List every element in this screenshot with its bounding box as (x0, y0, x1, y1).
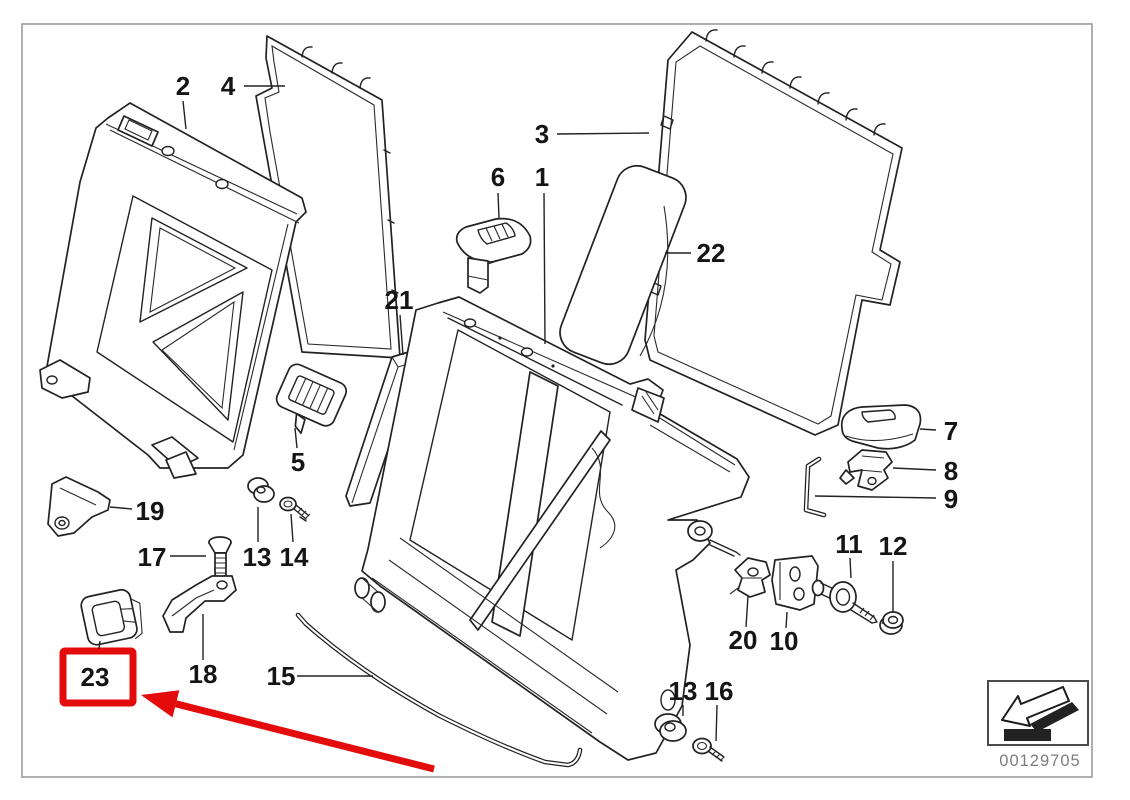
callout-number-21: 21 (385, 285, 414, 315)
part-16-screw (692, 737, 725, 762)
callout-number-2: 2 (176, 71, 190, 101)
part-3-rear-panel (644, 29, 903, 436)
callout-5: 5 (291, 427, 305, 477)
callout-number-17: 17 (138, 542, 167, 572)
callout-number-13: 13 (669, 676, 698, 706)
callout-number-10: 10 (770, 626, 799, 656)
direction-arrow-icon (1001, 686, 1070, 727)
part-20-catch (729, 557, 771, 598)
part-19-lever (47, 476, 111, 537)
callout-19: 19 (109, 496, 165, 526)
callout-number-3: 3 (535, 119, 549, 149)
highlight-arrow-head (141, 690, 180, 718)
part-10-striker (771, 555, 819, 611)
callout-6: 6 (491, 162, 505, 219)
callout-11: 11 (835, 529, 863, 579)
part-22-pad (559, 164, 687, 366)
highlight-arrow-shaft (175, 700, 435, 773)
arrow-shadow (1030, 702, 1079, 732)
arrow-shadow-bar (1004, 729, 1051, 741)
callout-number-16: 16 (705, 676, 734, 706)
callout-21: 21 (385, 285, 414, 356)
callout-22: 22 (665, 238, 725, 268)
callout-8: 8 (892, 456, 958, 486)
callout-13: 13 (243, 507, 272, 572)
callout-number-5: 5 (291, 447, 305, 477)
callout-number-20: 20 (729, 625, 758, 655)
part-14-screw (279, 496, 311, 522)
part-18-lever (162, 575, 237, 633)
part-6-latch-cover (455, 217, 532, 294)
highlight-box (59, 647, 137, 707)
diagram-border (21, 23, 1093, 778)
callout-17: 17 (138, 542, 206, 572)
callout-number-1: 1 (535, 162, 549, 192)
callout-number-13: 13 (243, 542, 272, 572)
callout-number-18: 18 (189, 659, 218, 689)
callout-20: 20 (729, 595, 758, 655)
callout-number-12: 12 (879, 531, 908, 561)
callout-number-15: 15 (267, 661, 296, 691)
part-8-bracket (839, 449, 893, 491)
callout-7: 7 (919, 416, 958, 446)
callout-14: 14 (280, 513, 309, 572)
part-11-bolt (811, 579, 878, 624)
part-7-cap (840, 404, 922, 450)
callout-15: 15 (267, 661, 373, 691)
callout-number-23: 23 (81, 662, 110, 692)
callout-12: 12 (879, 531, 908, 612)
callout-9: 9 (814, 484, 958, 514)
callout-4: 4 (221, 71, 285, 101)
callout-16: 16 (705, 676, 734, 742)
callout-number-9: 9 (944, 484, 958, 514)
callout-number-7: 7 (944, 416, 958, 446)
callout-number-19: 19 (136, 496, 165, 526)
part-9-rod (803, 456, 827, 518)
part-13-washer (247, 477, 275, 503)
callout-10: 10 (770, 611, 799, 656)
doc-number: 00129705 (999, 752, 1080, 770)
callout-number-11: 11 (835, 529, 863, 559)
part-15-rod (295, 612, 583, 768)
callout-13: 13 (669, 676, 698, 716)
part-2-backrest-frame (39, 102, 307, 479)
highlight-annotation (59, 647, 435, 773)
callout-18: 18 (189, 614, 218, 689)
stamp: 00129705 (987, 680, 1089, 770)
callout-2: 2 (176, 71, 190, 130)
callout-number-8: 8 (944, 456, 958, 486)
callout-number-14: 14 (280, 542, 309, 572)
callout-3: 3 (535, 119, 650, 149)
part-12-nut (879, 611, 904, 635)
part-1-seat-frame (354, 296, 750, 761)
part-23-latch (80, 588, 143, 646)
part-13-grommet (654, 713, 687, 742)
callout-number-22: 22 (697, 238, 726, 268)
part-4-backrest-cover (255, 35, 401, 359)
part-5-grille (275, 363, 348, 435)
callout-number-6: 6 (491, 162, 505, 192)
callout-number-4: 4 (221, 71, 236, 101)
callout-1: 1 (535, 162, 549, 345)
part-17-screw (208, 536, 232, 579)
callout-23: 23 (81, 640, 110, 692)
